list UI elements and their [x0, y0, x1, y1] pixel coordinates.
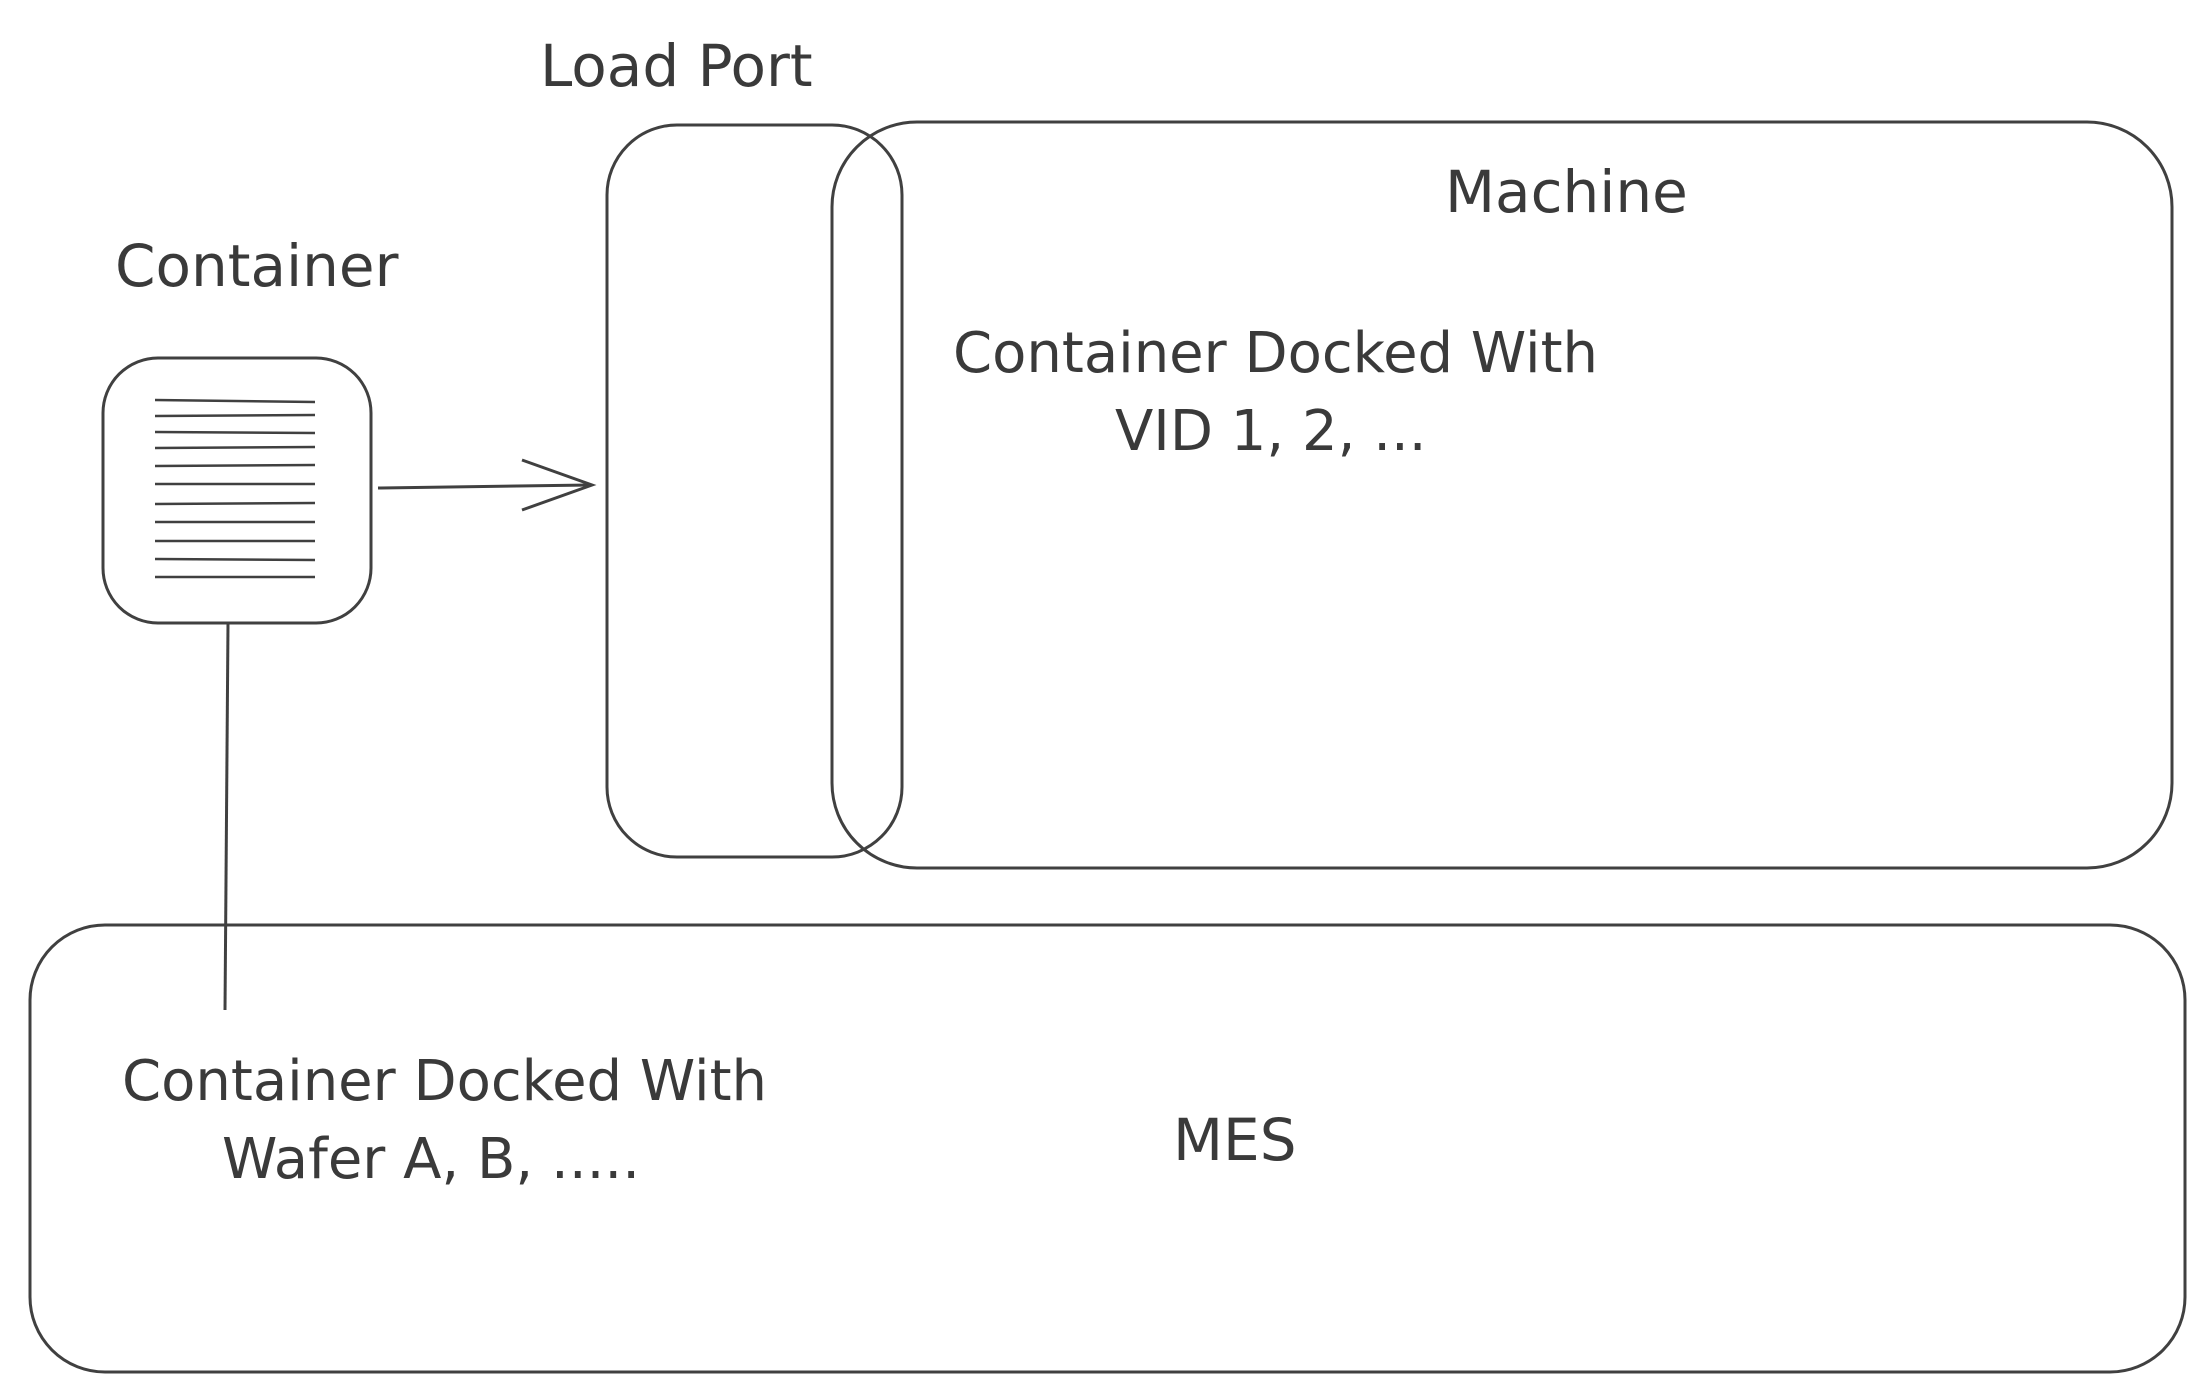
mes-note-line1: Container Docked With	[122, 1049, 767, 1114]
load-port-label: Load Port	[540, 32, 813, 100]
container-label: Container	[115, 232, 399, 300]
machine-label: Machine	[1445, 158, 1688, 226]
document-lines-icon	[154, 398, 316, 579]
load-port-box[interactable]	[605, 123, 904, 859]
mes-label: MES	[1173, 1106, 1297, 1174]
mes-box[interactable]	[28, 923, 2187, 1374]
machine-note-line1: Container Docked With	[953, 321, 1598, 386]
container-to-loadport-arrow[interactable]	[377, 458, 597, 512]
container-icon[interactable]	[101, 356, 373, 625]
container-to-mes-line[interactable]	[223, 622, 230, 1011]
machine-note-line2: VID 1, 2, ...	[1115, 399, 1427, 464]
mes-note-line2: Wafer A, B, .....	[222, 1127, 640, 1192]
machine-box[interactable]	[830, 120, 2174, 870]
